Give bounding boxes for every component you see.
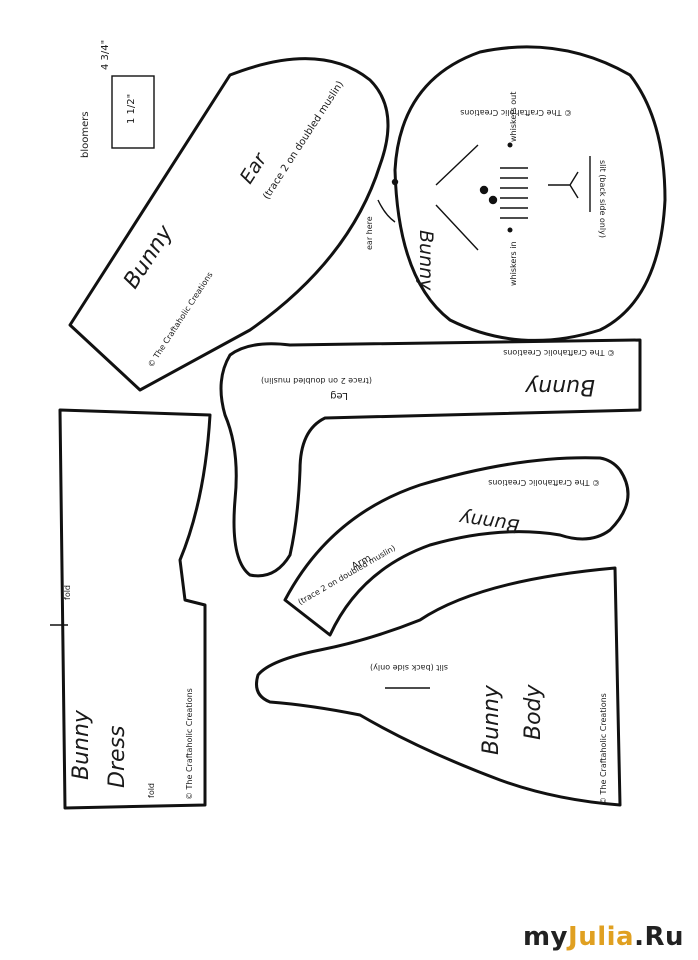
ear-arrow <box>377 199 396 223</box>
arm-piece: Bunny Arm (trace 2 on doubled muslin) © … <box>283 456 630 637</box>
leg-piece: Bunny Leg (trace 2 on doubled muslin) © … <box>219 338 642 578</box>
bloomers-title: bloomers <box>80 111 91 158</box>
arm-instruction: (trace 2 on doubled muslin) <box>297 543 398 606</box>
leg-instruction: (trace 2 on doubled muslin) <box>261 376 372 385</box>
leg-name: Bunny <box>524 374 595 399</box>
head-whiskers-bottom: whiskers in <box>509 241 518 286</box>
leg-credit: © The Craftaholic Creations <box>503 348 615 357</box>
ear-outline <box>68 57 390 392</box>
head-credit: © The Craftaholic Creations <box>460 108 572 117</box>
arm-outline <box>283 456 630 637</box>
ear-piece: Bunny Ear (trace 2 on doubled muslin) © … <box>68 57 390 392</box>
whisker-dot-top <box>507 142 513 148</box>
bloomers-width: 4 3/4" <box>100 40 111 70</box>
watermark-part-3: .Ru <box>634 922 684 952</box>
ear-placement-dot <box>391 178 399 186</box>
dress-outline <box>58 408 212 810</box>
body-credit: © The Craftaholic Creations <box>599 693 608 805</box>
leg-outline <box>219 338 642 578</box>
body-piece: slit (back side only) Bunny Body © The C… <box>255 566 622 807</box>
body-title: Body <box>521 683 546 740</box>
body-slit: slit (back side only) <box>370 663 448 672</box>
bloomers-piece: bloomers 4 3/4" 1 1/2" <box>80 40 155 158</box>
ear-title: Ear <box>236 148 272 187</box>
site-watermark: myJulia.Ru <box>523 922 684 952</box>
head-outline <box>393 45 667 342</box>
head-name: Bunny <box>415 230 437 291</box>
ear-name: Bunny <box>119 220 179 293</box>
dress-fold-top: fold <box>63 585 72 600</box>
mouth-y <box>548 171 579 199</box>
dress-piece: fold fold Bunny Dress © The Craftaholic … <box>50 408 212 810</box>
bloomers-height: 1 1/2" <box>126 94 137 124</box>
whisker-dot-bottom <box>507 227 513 233</box>
watermark-part-2: Julia <box>568 922 635 952</box>
whisker-lines <box>435 144 479 251</box>
ear-instruction: (trace 2 on doubled muslin) <box>261 79 346 201</box>
dress-title: Dress <box>105 726 130 788</box>
head-piece: ear here whiskers out whiskers in slit (… <box>365 45 667 342</box>
dress-fold-bottom: fold <box>147 783 156 798</box>
nose-dot-2 <box>488 195 498 205</box>
arm-credit: © The Craftaholic Creations <box>488 478 600 487</box>
head-ear-mark: ear here <box>365 216 374 250</box>
arm-name: Bunny <box>457 507 521 537</box>
dress-credit: © The Craftaholic Creations <box>185 688 194 800</box>
body-outline <box>255 566 622 807</box>
head-slit: slit (back side only) <box>598 160 607 238</box>
leg-title: Leg <box>330 390 348 401</box>
bloomers-outline <box>111 75 155 149</box>
watermark-part-1: my <box>522 922 569 952</box>
nose-dot-1 <box>479 185 489 195</box>
mouth-stitches <box>500 167 528 219</box>
dress-name: Bunny <box>69 709 94 780</box>
head-whiskers-top: whiskers out <box>509 92 518 142</box>
body-name: Bunny <box>479 684 504 755</box>
